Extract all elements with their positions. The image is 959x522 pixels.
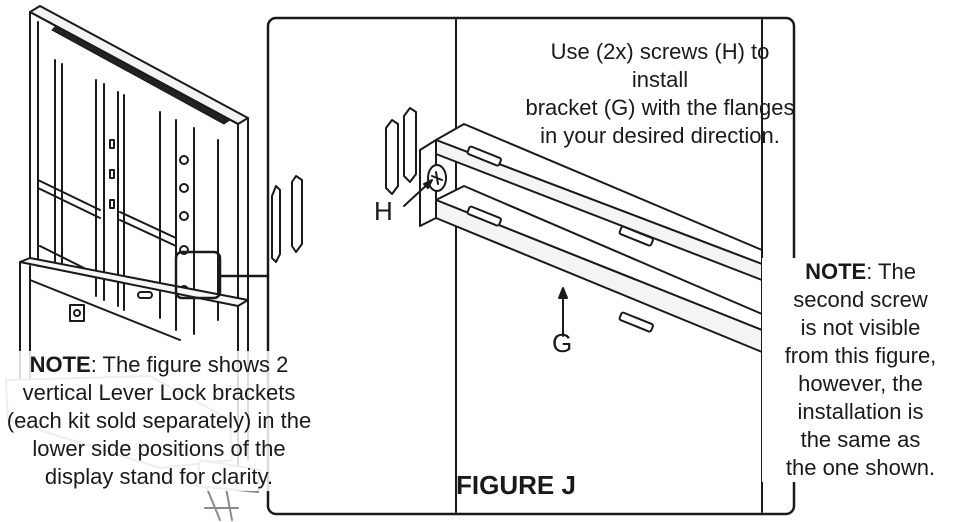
note-right-line: the one shown.: [785, 455, 936, 480]
note-label: NOTE: [805, 259, 867, 284]
note-right-line: from this figure,: [784, 343, 937, 368]
instruction-line: in your desired direction.: [540, 123, 780, 148]
note-left-line: (each kit sold separately) in the: [6, 408, 312, 433]
note-text: : The: [866, 259, 916, 284]
note-left-line: vertical Lever Lock brackets: [22, 380, 296, 405]
bracket-callout-label: G: [552, 328, 573, 358]
figure-label: FIGURE J: [456, 470, 576, 500]
note-right-line: second screw: [793, 287, 928, 312]
screw-callout-label: H: [374, 196, 393, 226]
note-right-line: is not visible: [800, 315, 921, 340]
note-left-line: lower side positions of the: [32, 436, 286, 461]
instruction-line: Use (2x) screws (H) to install: [550, 39, 770, 92]
note-right-line: installation is: [797, 399, 924, 424]
note-right: NOTE: The second screw is not visible fr…: [762, 258, 959, 482]
note-text: : The figure shows 2: [90, 352, 289, 377]
note-label: NOTE: [29, 352, 91, 377]
note-right-line: NOTE: The: [762, 258, 959, 286]
note-left-line: NOTE: The figure shows 2: [0, 351, 318, 379]
note-left: NOTE: The figure shows 2 vertical Lever …: [0, 351, 318, 491]
note-left-line: display stand for clarity.: [44, 464, 274, 489]
instruction-line: bracket (G) with the flanges: [525, 95, 795, 120]
note-right-line: however, the: [798, 371, 923, 396]
note-right-line: the same as: [800, 427, 921, 452]
detail-view-frame: [266, 16, 796, 516]
instruction-text: Use (2x) screws (H) to install bracket (…: [520, 38, 800, 150]
